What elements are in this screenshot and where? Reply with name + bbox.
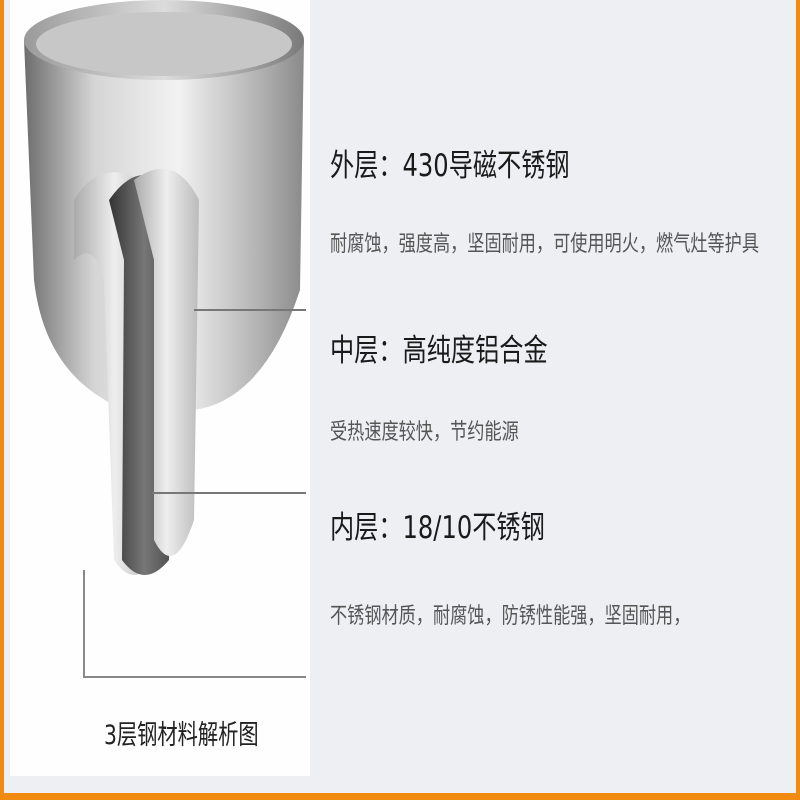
outer-layer-description: 耐腐蚀，强度高，坚固耐用，可使用明火，燃气灶等护具 (330, 232, 760, 257)
pot-cross-section-illustration (24, 0, 306, 678)
inner-layer-description: 不锈钢材质，耐腐蚀，防锈性能强，坚固耐用， (330, 604, 691, 629)
middle-layer-description: 受热速度较快，节约能源 (330, 420, 519, 445)
middle-layer-title: 中层：高纯度铝合金 (330, 333, 548, 369)
leader-line-outer (83, 570, 306, 678)
outer-layer-title: 外层：430导磁不锈钢 (330, 148, 570, 184)
diagram-canvas: 外层：430导磁不锈钢 耐腐蚀，强度高，坚固耐用，可使用明火，燃气灶等护具 中层… (4, 0, 796, 793)
layer-inner-strip (134, 168, 199, 556)
diagram-caption: 3层钢材料解析图 (104, 720, 259, 751)
inner-layer-title: 内层：18/10不锈钢 (330, 510, 545, 546)
